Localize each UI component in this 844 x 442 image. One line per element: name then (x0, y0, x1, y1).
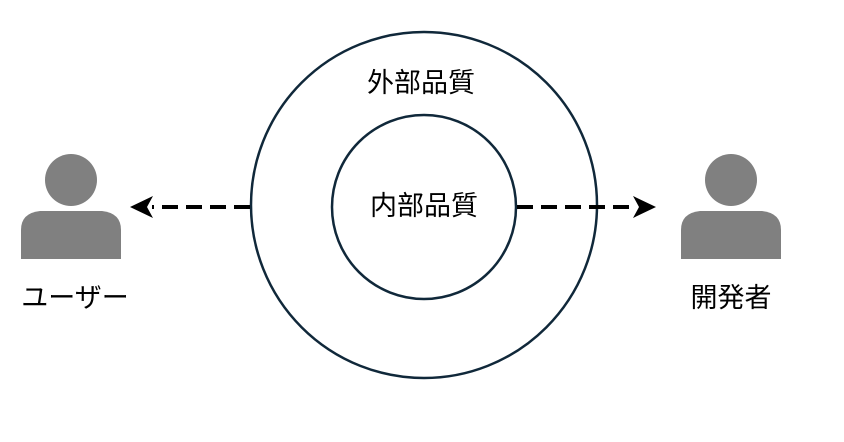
left-dashed-arrow (130, 196, 250, 218)
developer-label: 開発者 (691, 283, 772, 314)
user-person-icon (21, 154, 121, 259)
inner-quality-label: 内部品質 (370, 191, 478, 222)
right-dashed-arrow (517, 196, 656, 218)
developer-person-icon (681, 154, 781, 259)
outer-quality-label: 外部品質 (367, 68, 475, 99)
user-label: ユーザー (21, 283, 128, 314)
inner-quality-circle (330, 113, 518, 301)
